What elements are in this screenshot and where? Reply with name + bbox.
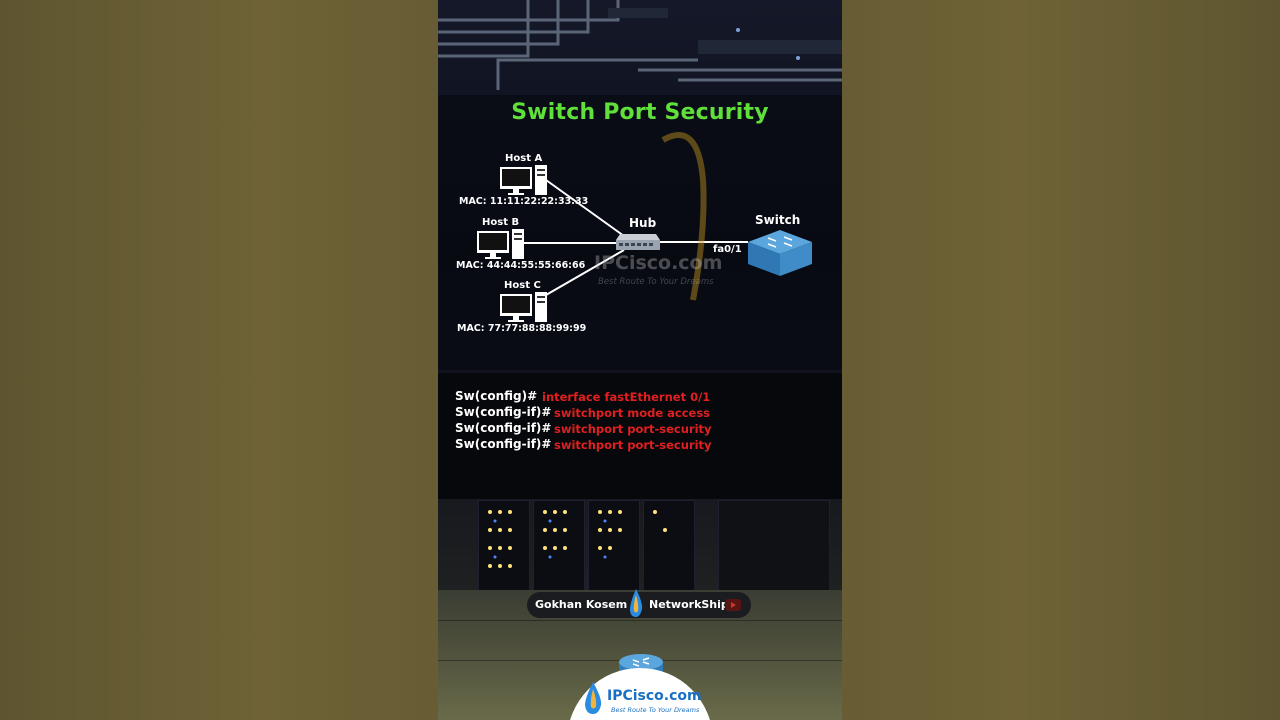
rack-lights bbox=[488, 510, 667, 568]
host-c-mac: MAC: 77:77:88:88:99:99 bbox=[457, 323, 587, 334]
switch-icon bbox=[748, 230, 812, 276]
host-b-mac: MAC: 44:44:55:55:66:66 bbox=[456, 260, 586, 271]
command-prompt: Sw(config-if)# bbox=[455, 437, 552, 451]
server-rack bbox=[478, 500, 530, 592]
command-prompt: Sw(config)# bbox=[455, 389, 538, 403]
drop-logo-icon bbox=[585, 682, 602, 714]
hub-label: Hub bbox=[629, 216, 657, 230]
command-prompt: Sw(config-if)# bbox=[455, 421, 552, 435]
command-line-2: Sw(config-if)# bbox=[455, 405, 551, 419]
desktop-computer-icon bbox=[500, 292, 547, 322]
command-prompt: Sw(config-if)# bbox=[455, 405, 552, 419]
credit-bar[interactable]: Gokhan Kosem NetworkShip bbox=[527, 589, 751, 618]
command-line-1: Sw(config)# bbox=[455, 389, 537, 403]
server-rack bbox=[643, 500, 695, 592]
desktop-computer-icon bbox=[477, 229, 524, 259]
ceiling-pipes-graphic bbox=[438, 0, 842, 90]
logo-name: IPCisco.com bbox=[607, 688, 702, 704]
hub-icon bbox=[616, 234, 660, 250]
command-panel bbox=[438, 373, 842, 499]
command-text: switchport port-security bbox=[554, 422, 712, 436]
command-line-4: Sw(config-if)# bbox=[455, 437, 551, 451]
left-blur-background bbox=[0, 0, 438, 720]
command-text: interface fastEthernet 0/1 bbox=[542, 390, 711, 404]
watermark-tagline: Best Route To Your Dreams bbox=[598, 277, 714, 287]
server-rack bbox=[533, 500, 585, 592]
command-text: switchport mode access bbox=[554, 406, 711, 420]
desktop-computer-icon bbox=[500, 165, 547, 195]
host-c-label: Host C bbox=[504, 280, 541, 291]
network-links bbox=[524, 132, 748, 301]
port-label: fa0/1 bbox=[713, 244, 742, 255]
switch-label: Switch bbox=[755, 213, 801, 227]
host-a-mac: MAC: 11:11:22:22:33:33 bbox=[459, 196, 589, 207]
right-blur-background bbox=[842, 0, 1280, 720]
logo-tagline: Best Route To Your Dreams bbox=[611, 706, 700, 714]
video-title: Switch Port Security bbox=[511, 100, 769, 125]
channel-name: NetworkShip bbox=[649, 598, 729, 611]
command-text: switchport port-security bbox=[554, 438, 712, 452]
host-a-label: Host A bbox=[505, 153, 543, 164]
drop-logo-icon bbox=[630, 589, 643, 617]
video-frame[interactable]: Switch Port Security Host A MAC: 11:11:2… bbox=[438, 0, 842, 720]
author-name: Gokhan Kosem bbox=[535, 598, 628, 611]
youtube-icon[interactable] bbox=[725, 599, 741, 611]
command-line-3: Sw(config-if)# bbox=[455, 421, 551, 435]
ipcisco-watermark: IPCisco.com bbox=[594, 252, 723, 274]
host-b-label: Host B bbox=[482, 217, 520, 228]
